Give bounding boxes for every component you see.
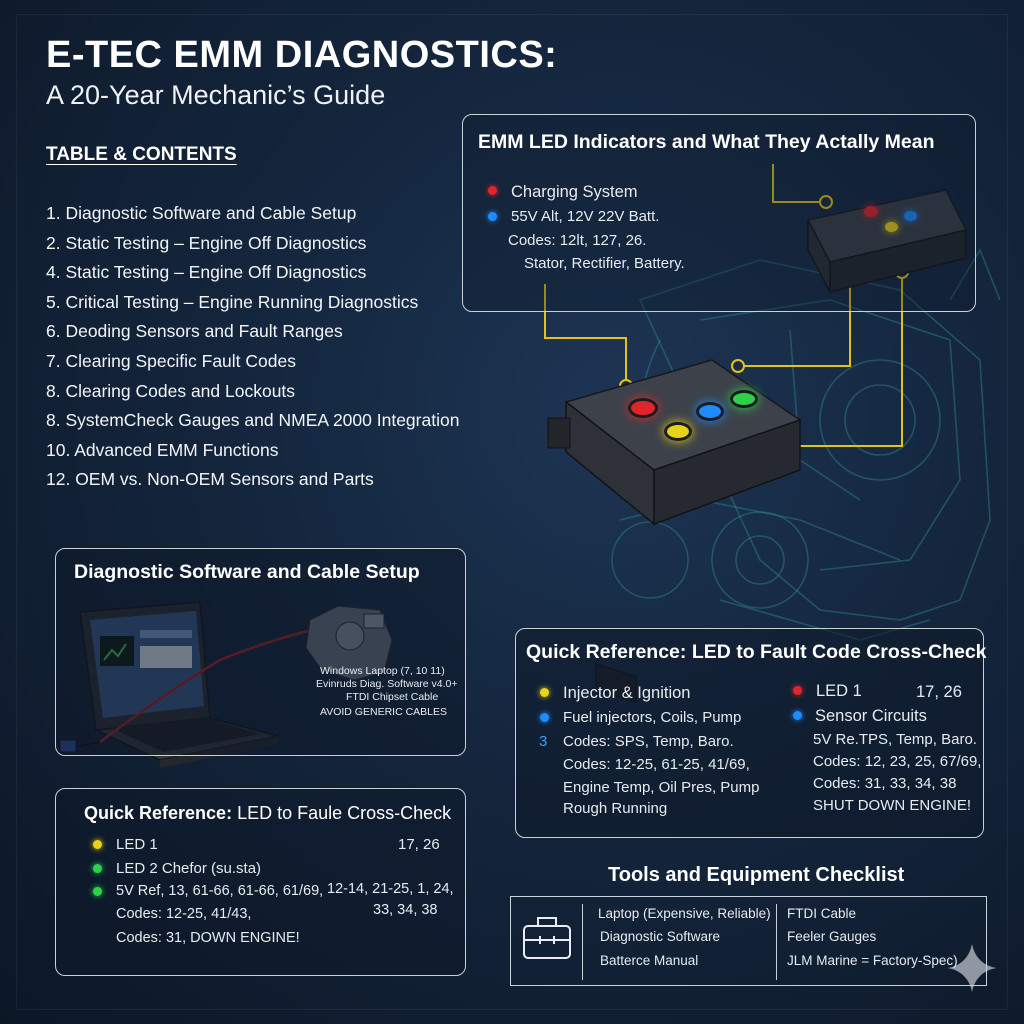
- small-module-blue-led: [904, 211, 917, 221]
- tools-title: Tools and Equipment Checklist: [608, 864, 905, 886]
- qr-col1-line-2: Codes: SPS, Temp, Baro.: [563, 733, 734, 750]
- quick-ref-right-title: Quick Reference: LED to Fault Code Cross…: [526, 641, 987, 663]
- blue-led-dot: [793, 711, 802, 720]
- quick-ref-left-title: Quick Reference: LED to Faule Cross-Chec…: [84, 803, 451, 824]
- quick-ref-left-title-rest: LED to Faule Cross-Check: [232, 803, 452, 823]
- qr-col1-line-4: Engine Temp, Oil Pres, Pump: [563, 779, 760, 796]
- tools-divider: [776, 904, 777, 980]
- quick-ref-left-title-bold: Quick Reference:: [84, 803, 233, 823]
- tools-checklist-box: [510, 896, 987, 986]
- red-led-dot: [793, 686, 802, 695]
- toc-heading: TABLE & CONTENTS: [46, 144, 237, 165]
- led-indicators-panel: [462, 114, 976, 312]
- qr-col2-led-label: LED 1: [816, 682, 862, 700]
- qr-left-line-3: Codes: 31, DOWN ENGINE!: [116, 930, 300, 946]
- software-note-1: Windows Laptop (7, 10 11): [320, 665, 445, 677]
- tools-item: JLM Marine = Factory-Spec): [787, 953, 958, 968]
- led-line-1: 55V Alt, 12V 22V Batt.: [511, 208, 660, 225]
- tools-item: FTDI Cable: [787, 906, 857, 921]
- sparkle-icon: [948, 944, 996, 992]
- toc-list: 1. Diagnostic Software and Cable Setup 2…: [46, 202, 459, 498]
- toc-item[interactable]: 12. OEM vs. Non-OEM Sensors and Parts: [46, 469, 374, 490]
- small-module-red-led: [864, 206, 878, 217]
- page-subtitle: A 20-Year Mechanic’s Guide: [46, 80, 386, 110]
- qr-left-led1-codes: 17, 26: [398, 836, 440, 853]
- qr-col1-number: 3: [539, 733, 548, 750]
- blue-led-dot: [488, 212, 497, 221]
- toc-item[interactable]: 1. Diagnostic Software and Cable Setup: [46, 203, 357, 223]
- qr-left-line-1: 5V Ref, 13, 61-66, 61-66, 61/69,: [116, 883, 324, 899]
- large-module-yellow-led: [664, 422, 692, 441]
- toc-item[interactable]: 2. Static Testing – Engine Off Diagnosti…: [46, 232, 367, 253]
- software-note-3: FTDI Chipset Cable: [346, 691, 439, 703]
- qr-col1-line-5: Rough Running: [563, 800, 668, 817]
- small-module-yellow-led: [885, 222, 898, 232]
- led-panel-title: EMM LED Indicators and What They Actally…: [478, 131, 935, 153]
- toc-item[interactable]: 4. Static Testing – Engine Off Diagnosti…: [46, 262, 367, 283]
- led-line-2: Codes: 12lt, 127, 26.: [508, 232, 647, 249]
- qr-col2-line-4: SHUT DOWN ENGINE!: [813, 797, 972, 814]
- toc-item[interactable]: 8. Clearing Codes and Lockouts: [46, 380, 296, 401]
- qr-left-line-2: Codes: 12-25, 41/43,: [116, 906, 252, 922]
- qr-col2-codes: 17, 26: [916, 683, 962, 701]
- qr-left-line-1-right: 12-14, 21-25, 1, 24,: [327, 881, 454, 897]
- qr-left-led1-label: LED 1: [116, 836, 158, 853]
- large-module-blue-led: [696, 402, 724, 421]
- qr-col2-line-2: Codes: 12, 23, 25, 67/69,: [813, 753, 982, 770]
- qr-col1-line-3: Codes: 12-25, 61-25, 41/69,: [563, 756, 750, 773]
- qr-col2-line-1: 5V Re.TPS, Temp, Baro.: [813, 731, 977, 748]
- tools-divider: [582, 904, 583, 980]
- large-module-green-led: [730, 390, 758, 408]
- large-module-red-led: [628, 398, 658, 418]
- toc-item[interactable]: 7. Clearing Specific Fault Codes: [46, 350, 296, 371]
- led-line-3: Stator, Rectifier, Battery.: [524, 255, 685, 272]
- large-emm-module-icon: [547, 359, 802, 704]
- qr-left-line-2-right: 33, 34, 38: [373, 902, 438, 918]
- qr-col1-line-1: Fuel injectors, Coils, Pump: [563, 709, 742, 726]
- tools-item: Diagnostic Software: [600, 929, 721, 944]
- yellow-led-dot: [540, 688, 549, 697]
- quick-ref-left-panel: [55, 788, 466, 976]
- tools-item: Batterce Manual: [600, 953, 699, 968]
- software-note-2: Evinruds Diag. Software v4.0+: [316, 678, 458, 690]
- software-setup-panel: [55, 548, 466, 756]
- toc-item[interactable]: 8. SystemCheck Gauges and NMEA 2000 Inte…: [46, 410, 460, 431]
- tools-item: Feeler Gauges: [787, 929, 877, 944]
- software-panel-title: Diagnostic Software and Cable Setup: [74, 561, 420, 583]
- sensor-circuits-label: Sensor Circuits: [815, 707, 927, 725]
- tools-item: Laptop (Expensive, Reliable): [598, 906, 771, 921]
- toolbox-icon: [523, 917, 571, 959]
- toc-item[interactable]: 5. Critical Testing – Engine Running Dia…: [46, 291, 419, 312]
- blue-led-dot: [540, 713, 549, 722]
- yellow-led-dot: [93, 840, 102, 849]
- injector-ignition-label: Injector & Ignition: [563, 684, 691, 702]
- poster-frame: [16, 14, 1008, 1010]
- red-led-dot: [488, 186, 497, 195]
- software-note-4: AVOID GENERIC CABLES: [320, 706, 448, 718]
- quick-ref-right-panel: [515, 628, 984, 838]
- toc-item[interactable]: 6. Deoding Sensors and Fault Ranges: [46, 321, 343, 342]
- page-title: E-TEC EMM DIAGNOSTICS:: [46, 34, 558, 76]
- led-charging-label: Charging System: [511, 183, 638, 201]
- green-led-dot: [93, 864, 102, 873]
- qr-left-led2-label: LED 2 Chefor (su.sta): [116, 860, 262, 877]
- qr-col2-line-3: Codes: 31, 33, 34, 38: [813, 775, 957, 792]
- toc-item[interactable]: 10. Advanced EMM Functions: [46, 439, 279, 460]
- green-led-dot: [93, 887, 102, 896]
